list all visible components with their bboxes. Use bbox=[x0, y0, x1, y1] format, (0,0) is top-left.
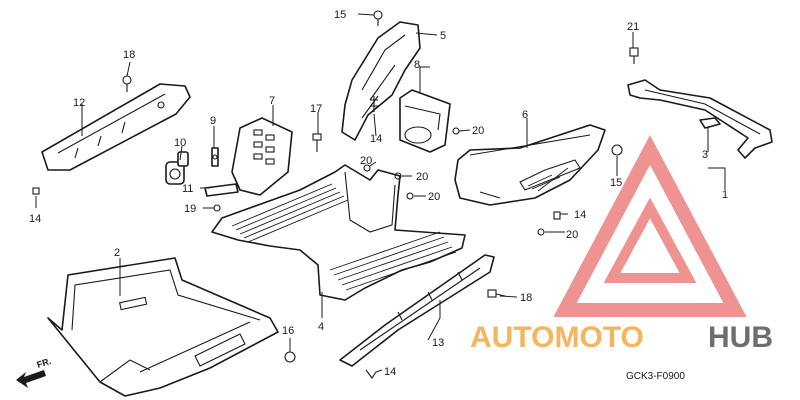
front-label: FR. bbox=[36, 356, 53, 370]
part-7-pad bbox=[231, 117, 293, 196]
part-2-under-cover bbox=[47, 257, 279, 397]
part-10-ignition-switch bbox=[165, 151, 189, 185]
callout-11: 11 bbox=[182, 183, 193, 195]
watermark-text-hub: HUB bbox=[708, 321, 773, 354]
part-3-grommet bbox=[699, 117, 721, 129]
callout-14-bottom: 14 bbox=[384, 366, 396, 378]
callout-labels: 15 5 8 6 7 17 9 10 18 12 14 11 19 2 4 13… bbox=[29, 9, 728, 378]
callout-18-right: 18 bbox=[520, 292, 532, 304]
callout-15-top: 15 bbox=[334, 9, 346, 21]
callout-4: 4 bbox=[318, 321, 324, 333]
callout-20-right: 20 bbox=[566, 229, 578, 241]
callout-8: 8 bbox=[414, 59, 420, 71]
part-11-bracket bbox=[204, 183, 239, 197]
callout-14-left: 14 bbox=[29, 213, 41, 225]
part-13-floor-side-right bbox=[339, 254, 495, 367]
watermark-triangle-icon bbox=[553, 135, 747, 317]
part-4-floor-panel bbox=[211, 164, 466, 301]
watermark-text-automoto: AUTOMOTO bbox=[470, 321, 644, 354]
callout-6: 6 bbox=[522, 109, 528, 121]
callout-2: 2 bbox=[114, 247, 120, 259]
diagram-code: GCK3-F0900 bbox=[626, 371, 685, 382]
callout-16: 16 bbox=[282, 325, 294, 337]
part-1-bracket-assembly bbox=[627, 79, 773, 159]
part-8-inner-box bbox=[399, 89, 451, 153]
callout-14-center: 14 bbox=[370, 133, 382, 145]
callout-21: 21 bbox=[627, 21, 639, 33]
callout-18-top: 18 bbox=[123, 49, 135, 61]
callout-19: 19 bbox=[184, 203, 196, 215]
watermark-logo: AUTOMOTO HUB bbox=[470, 321, 773, 354]
part-5-inner-cover bbox=[341, 21, 421, 141]
callout-13: 13 bbox=[432, 337, 444, 349]
front-arrow-icon bbox=[16, 370, 46, 388]
callout-14-right: 14 bbox=[574, 209, 586, 221]
callout-12: 12 bbox=[73, 97, 85, 109]
callout-5: 5 bbox=[440, 30, 446, 42]
callout-15-right: 15 bbox=[610, 177, 622, 189]
callout-20-c: 20 bbox=[428, 191, 440, 203]
callout-20-d: 20 bbox=[360, 155, 372, 167]
callout-3: 3 bbox=[702, 149, 708, 161]
callout-20-b: 20 bbox=[416, 171, 428, 183]
callout-1: 1 bbox=[722, 189, 728, 201]
callout-10: 10 bbox=[174, 137, 186, 149]
part-6-front-cover bbox=[454, 124, 606, 206]
part-12-side-cover-left bbox=[41, 83, 191, 171]
callout-9: 9 bbox=[210, 115, 216, 127]
callout-7: 7 bbox=[269, 95, 275, 107]
leader-lines bbox=[35, 13, 726, 373]
callout-17: 17 bbox=[310, 103, 322, 115]
part-9-stay bbox=[211, 147, 219, 167]
front-direction-indicator: FR. bbox=[16, 356, 52, 388]
callout-20-a: 20 bbox=[472, 125, 484, 137]
